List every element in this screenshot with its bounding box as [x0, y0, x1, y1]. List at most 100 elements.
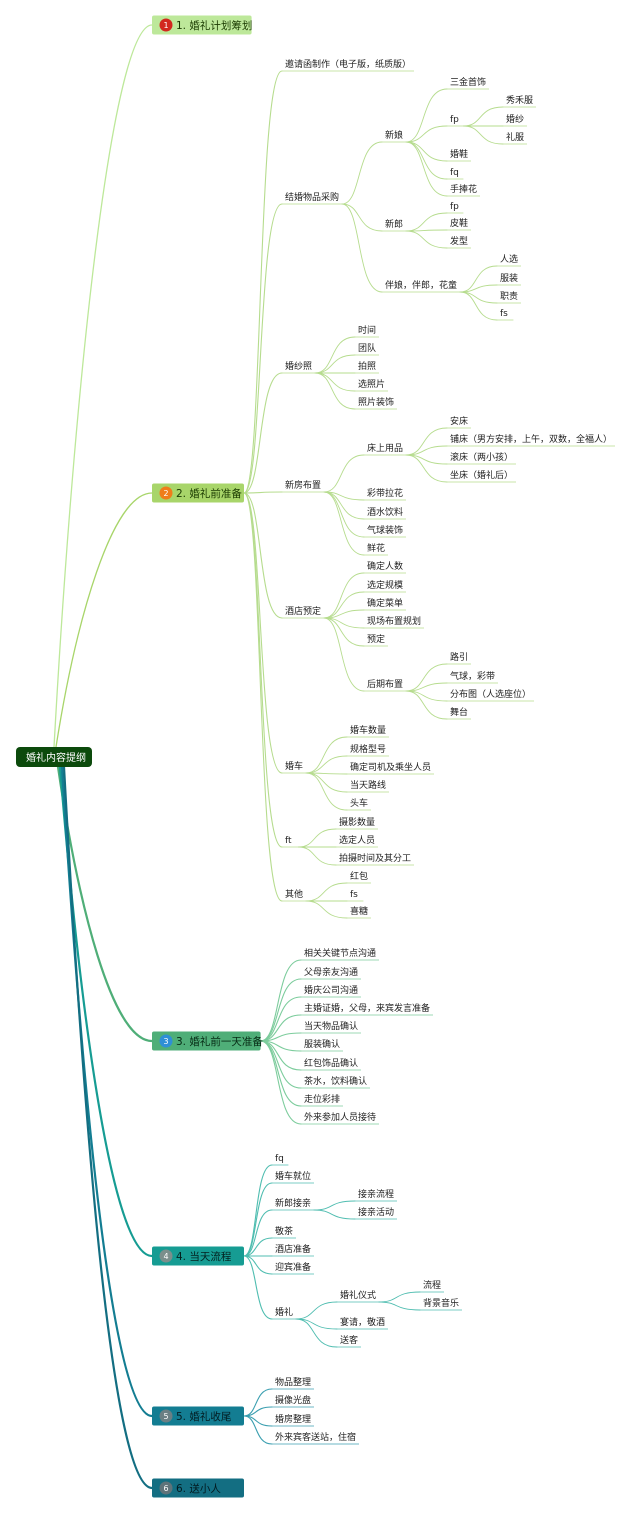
- topic-node[interactable]: 团队: [358, 342, 376, 354]
- topic-node[interactable]: 酒水饮料: [367, 506, 403, 518]
- topic-node[interactable]: 婚礼仪式: [340, 1289, 376, 1301]
- topic-node[interactable]: fs: [350, 890, 358, 900]
- topic-node[interactable]: 床上用品: [367, 442, 403, 454]
- topic-node[interactable]: 彩带拉花: [367, 487, 403, 499]
- topic-node[interactable]: 秀禾服: [506, 94, 533, 106]
- topic-node[interactable]: 新娘: [385, 129, 403, 141]
- topic-node[interactable]: 婚车: [285, 760, 303, 772]
- topic-node[interactable]: 确定菜单: [367, 597, 403, 609]
- topic-node[interactable]: 气球，彩带: [450, 670, 495, 682]
- topic-node[interactable]: 接亲活动: [358, 1206, 394, 1218]
- topic-node[interactable]: 现场布置规划: [367, 615, 421, 627]
- section-number: 3: [163, 1037, 168, 1046]
- topic-node[interactable]: 规格型号: [350, 743, 386, 755]
- topic-node[interactable]: 外来宾客送站，住宿: [275, 1431, 356, 1443]
- topic-node[interactable]: 伴娘，伴郎，花童: [385, 279, 457, 291]
- topic-node[interactable]: fq: [450, 168, 459, 178]
- topic-node[interactable]: 宴请，敬酒: [340, 1316, 385, 1328]
- topic-node[interactable]: 婚礼: [275, 1306, 293, 1318]
- topic-node[interactable]: 气球装饰: [367, 524, 403, 536]
- topic-node[interactable]: 鲜花: [367, 542, 385, 554]
- topic-node[interactable]: 婚车数量: [350, 724, 386, 736]
- topic-node[interactable]: 流程: [423, 1279, 441, 1291]
- topic-node[interactable]: 走位彩排: [304, 1093, 340, 1105]
- topic-node[interactable]: 婚车就位: [275, 1170, 311, 1182]
- topic-node[interactable]: 滚床（两小孩）: [450, 451, 513, 463]
- topic-node[interactable]: 摄影数量: [339, 816, 375, 828]
- topic-node[interactable]: fp: [450, 202, 459, 212]
- topic-node[interactable]: 酒店准备: [275, 1243, 311, 1255]
- topic-node[interactable]: 当天物品确认: [304, 1020, 358, 1032]
- topic-node[interactable]: 摄像光盘: [275, 1394, 311, 1406]
- topic-node[interactable]: 舞台: [450, 706, 468, 718]
- topic-node[interactable]: 当天路线: [350, 779, 386, 791]
- topic-node[interactable]: 职责: [500, 290, 518, 302]
- root-node[interactable]: [16, 747, 92, 767]
- topic-node[interactable]: 结婚物品采购: [285, 191, 339, 203]
- topic-node[interactable]: 婚鞋: [450, 148, 468, 160]
- topic-node[interactable]: 服装: [500, 272, 518, 284]
- topic-node[interactable]: 三金首饰: [450, 76, 486, 88]
- topic-node[interactable]: 接亲流程: [358, 1188, 394, 1200]
- topic-node[interactable]: 邀请函制作（电子版，纸质版）: [285, 58, 411, 70]
- topic-node[interactable]: 选定人员: [339, 834, 375, 846]
- topic-node[interactable]: 人选: [500, 253, 518, 265]
- topic-node[interactable]: 后期布置: [367, 678, 403, 690]
- topic-node[interactable]: 婚房整理: [275, 1413, 311, 1425]
- topic-node[interactable]: 父母亲友沟通: [304, 966, 358, 978]
- topic-node[interactable]: 头车: [350, 797, 368, 809]
- topic-node[interactable]: 迎宾准备: [275, 1261, 311, 1273]
- topic-node[interactable]: 选照片: [358, 378, 385, 390]
- topic-node[interactable]: 送客: [340, 1334, 358, 1346]
- topic-node[interactable]: 手捧花: [450, 183, 477, 195]
- topic-node[interactable]: 茶水，饮料确认: [304, 1075, 367, 1087]
- topic-node[interactable]: fp: [450, 115, 459, 125]
- topic-node[interactable]: fq: [275, 1154, 284, 1164]
- topic-node[interactable]: 红包饰品确认: [304, 1057, 358, 1069]
- topic-node[interactable]: 新房布置: [285, 479, 321, 491]
- topic-node[interactable]: 红包: [350, 870, 368, 882]
- connector-line: [405, 454, 448, 483]
- topic-node[interactable]: 礼服: [506, 131, 524, 143]
- topic-node[interactable]: 主婚证婚，父母，来宾发言准备: [304, 1002, 430, 1014]
- topic-node[interactable]: 新郎接亲: [275, 1197, 311, 1209]
- topic-node[interactable]: 相关关键节点沟通: [304, 947, 376, 959]
- topic-node[interactable]: 婚庆公司沟通: [304, 984, 358, 996]
- topic-node[interactable]: 发型: [450, 235, 468, 247]
- topic-node[interactable]: 喜糖: [350, 905, 368, 917]
- topic-node[interactable]: 拍摄时间及其分工: [339, 852, 411, 864]
- topic-node[interactable]: 拍照: [358, 360, 376, 372]
- topic-node[interactable]: 确定人数: [367, 560, 403, 572]
- topic-node[interactable]: 选定规模: [367, 579, 403, 591]
- topic-node[interactable]: fs: [500, 309, 508, 319]
- topic-node[interactable]: 物品整理: [275, 1376, 311, 1388]
- topic-node[interactable]: 预定: [367, 633, 385, 645]
- topic-node[interactable]: 敬茶: [275, 1225, 293, 1237]
- topic-node[interactable]: 安床: [450, 415, 468, 427]
- topic-node[interactable]: 其他: [285, 888, 303, 900]
- topic-node[interactable]: 新郎: [385, 218, 403, 230]
- topic-node[interactable]: 外来参加人员接待: [304, 1111, 376, 1123]
- topic-node[interactable]: ft: [285, 836, 292, 846]
- topic-node[interactable]: 婚纱: [506, 113, 524, 125]
- topic-node[interactable]: 路引: [450, 651, 468, 663]
- connector-line: [243, 1182, 273, 1257]
- topic-node[interactable]: 皮鞋: [450, 217, 468, 229]
- topic-node[interactable]: 确定司机及乘坐人员: [350, 761, 431, 773]
- topic-node[interactable]: 分布图（人选座位）: [450, 688, 531, 700]
- topic-node[interactable]: 坐床（婚礼后）: [450, 469, 513, 481]
- topic-node[interactable]: 照片装饰: [358, 396, 394, 408]
- topic-node[interactable]: 背景音乐: [423, 1297, 459, 1309]
- topic-node[interactable]: 铺床（男方安排，上午，双数，全福人）: [450, 433, 612, 445]
- topic-node[interactable]: 酒店预定: [285, 605, 321, 617]
- connector-line: [243, 1255, 273, 1320]
- topic-node[interactable]: 婚纱照: [285, 360, 312, 372]
- topic-node[interactable]: 时间: [358, 324, 376, 336]
- topic-node[interactable]: 服装确认: [304, 1038, 340, 1050]
